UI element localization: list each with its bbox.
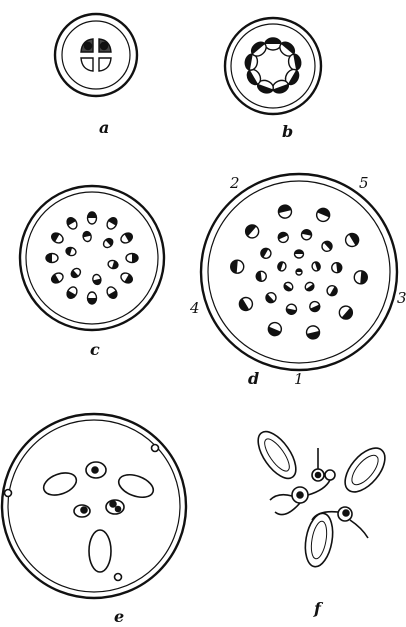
panel-d-cells bbox=[230, 204, 368, 340]
panel-d-number-3: 3 bbox=[397, 289, 406, 307]
panel-a-inner-ring bbox=[62, 21, 130, 89]
panel-e-label: e bbox=[114, 607, 124, 626]
cell bbox=[243, 222, 261, 240]
panel-f-label: f bbox=[313, 599, 324, 618]
cell bbox=[88, 212, 97, 224]
cell bbox=[50, 271, 65, 285]
panel-b-outer-ring bbox=[225, 18, 321, 114]
cell bbox=[331, 262, 342, 273]
cell bbox=[69, 267, 82, 280]
cell bbox=[343, 231, 361, 249]
cell bbox=[92, 274, 102, 286]
cell bbox=[304, 281, 316, 293]
cell bbox=[50, 231, 65, 245]
cell bbox=[305, 325, 321, 341]
cell bbox=[46, 254, 58, 263]
panel-d-label: d bbox=[248, 369, 259, 388]
cell bbox=[259, 246, 273, 260]
cell bbox=[301, 229, 313, 241]
panel-c: c bbox=[20, 186, 164, 359]
cell bbox=[105, 285, 119, 300]
cell bbox=[266, 321, 283, 338]
panel-f: f bbox=[251, 425, 393, 618]
cell bbox=[286, 303, 298, 315]
panel-d-number-4: 4 bbox=[189, 299, 200, 317]
panel-b-inner-ring bbox=[231, 24, 315, 108]
panel-a: a bbox=[55, 14, 137, 137]
cell bbox=[65, 216, 79, 231]
cell bbox=[311, 261, 321, 272]
panel-c-label: c bbox=[90, 340, 100, 359]
panel-a-label: a bbox=[99, 118, 109, 137]
cell bbox=[282, 281, 294, 293]
cell bbox=[65, 246, 77, 257]
panel-b: b bbox=[225, 18, 321, 141]
cell bbox=[265, 38, 281, 50]
cell bbox=[107, 259, 119, 270]
cell bbox=[119, 231, 134, 245]
cell bbox=[277, 261, 287, 272]
cell bbox=[105, 216, 119, 231]
cell bbox=[277, 231, 290, 244]
cell bbox=[337, 303, 355, 321]
panel-b-cells bbox=[244, 38, 302, 95]
cell bbox=[315, 206, 332, 223]
panel-d-number-1: 1 bbox=[294, 370, 304, 388]
cell bbox=[119, 271, 134, 285]
cell bbox=[354, 270, 368, 284]
cell bbox=[256, 271, 267, 282]
panel-d-number-5: 5 bbox=[359, 174, 369, 192]
cell bbox=[277, 204, 293, 220]
cell bbox=[82, 231, 92, 243]
cell bbox=[325, 284, 339, 298]
panel-c-cells bbox=[46, 212, 138, 304]
panel-a-outer-ring bbox=[55, 14, 137, 96]
panel-b-label: b bbox=[282, 122, 293, 141]
cell bbox=[320, 239, 334, 253]
panel-a-quadrants bbox=[81, 39, 111, 71]
cell bbox=[126, 254, 138, 263]
panel-c-outer-ring bbox=[20, 186, 164, 330]
panel-f-structure bbox=[251, 425, 393, 568]
panel-d: 2 5 4 3 1 d bbox=[189, 174, 406, 388]
cell bbox=[230, 260, 244, 274]
cell bbox=[102, 237, 115, 250]
cell bbox=[308, 300, 321, 313]
cell bbox=[237, 295, 255, 313]
cell bbox=[287, 53, 302, 71]
cell bbox=[264, 291, 278, 305]
cell bbox=[296, 269, 302, 275]
cell bbox=[295, 250, 304, 258]
cell bbox=[88, 292, 97, 304]
panel-e: e bbox=[2, 414, 186, 626]
cell bbox=[65, 285, 79, 300]
panel-e-outer-ring bbox=[2, 414, 186, 598]
panel-d-number-2: 2 bbox=[229, 174, 240, 192]
